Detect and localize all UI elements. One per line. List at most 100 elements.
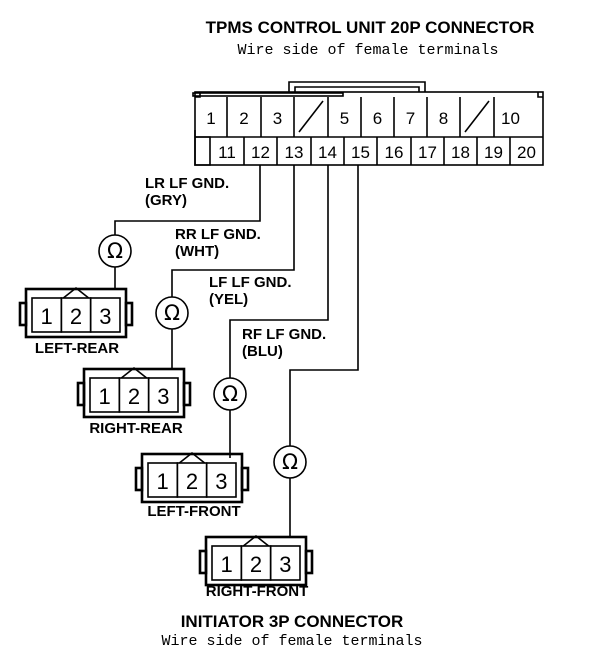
pin-number: 1 <box>41 304 53 329</box>
wire-label-rf: RF LF GND. <box>242 326 326 343</box>
terminal-number: 17 <box>418 143 437 162</box>
wire-lf <box>229 165 329 458</box>
wire-path-lf <box>229 165 329 378</box>
side-lug <box>198 549 208 575</box>
initiator-label-right-rear: RIGHT-REAR <box>89 420 183 437</box>
initiator-label-right-front: RIGHT-FRONT <box>206 583 309 600</box>
wire-path-lr <box>114 165 261 235</box>
lock-ridge <box>178 451 206 464</box>
pin-cell <box>89 297 121 333</box>
terminal-number: 6 <box>373 109 382 128</box>
pin-number: 2 <box>250 552 262 577</box>
ohm-symbol: Ω <box>222 382 238 406</box>
pin-number: 1 <box>221 552 233 577</box>
wire-label-rr: RR LF GND. <box>175 226 261 243</box>
ohmmeter-rr: Ω <box>155 296 189 330</box>
connector-subtitle: Wire side of female terminals <box>237 42 498 59</box>
lock-ridge <box>120 366 148 379</box>
pin-number: 2 <box>186 469 198 494</box>
top-row-cells: 1 2 3 5 6 7 8 10 <box>206 97 520 137</box>
terminal-number: 12 <box>251 143 270 162</box>
wire-color-lr: (GRY) <box>145 192 187 209</box>
terminal-number: 15 <box>351 143 370 162</box>
initiator-label-left-front: LEFT-FRONT <box>147 503 240 520</box>
pin-cell <box>147 377 179 413</box>
side-lug <box>124 301 134 327</box>
side-lug <box>134 466 144 492</box>
terminal-number: 13 <box>285 143 304 162</box>
pin-number: 3 <box>215 469 227 494</box>
terminal-number: 3 <box>273 109 282 128</box>
pin-cell <box>205 462 237 498</box>
unused-terminal-slash <box>464 100 490 133</box>
lock-ridge <box>242 534 270 547</box>
ohmmeter-icon <box>98 234 132 268</box>
terminal-number: 11 <box>218 143 236 162</box>
wire-lr <box>114 165 261 290</box>
side-lug <box>240 466 250 492</box>
ohm-symbol: Ω <box>282 450 298 474</box>
side-lug <box>304 549 314 575</box>
pin-number: 3 <box>99 304 111 329</box>
ohm-symbol: Ω <box>107 239 123 263</box>
wire-color-rf: (BLU) <box>242 343 283 360</box>
terminal-number: 16 <box>385 143 404 162</box>
ohmmeter-lf: Ω <box>213 377 247 411</box>
pin-number: 3 <box>279 552 291 577</box>
terminal-number: 10 <box>501 109 520 128</box>
housing-corner <box>537 92 543 98</box>
terminal-number: 20 <box>517 143 536 162</box>
side-lug <box>76 381 86 407</box>
pin-number: 1 <box>99 384 111 409</box>
initiator-connector-title: INITIATOR 3P CONNECTOR <box>181 612 404 631</box>
wire-path-rr <box>171 165 295 297</box>
pin-number: 1 <box>157 469 169 494</box>
pin-number: 2 <box>70 304 82 329</box>
terminal-number: 8 <box>439 109 448 128</box>
terminal-number: 18 <box>451 143 470 162</box>
connector-housing <box>194 91 544 166</box>
lock-ridge <box>62 286 90 299</box>
initiator-connector-subtitle: Wire side of female terminals <box>161 633 422 650</box>
wire-color-lf: (YEL) <box>209 291 248 308</box>
terminal-number: 1 <box>206 109 215 128</box>
side-lug <box>182 381 192 407</box>
unused-terminal-slash <box>298 100 324 133</box>
housing-key-notch <box>194 130 211 166</box>
pin-number: 2 <box>128 384 140 409</box>
ohmmeter-lr: Ω <box>98 234 132 268</box>
connector-lock-tab-inner <box>294 86 420 92</box>
connector-top-rim-left <box>192 92 344 97</box>
terminal-number: 2 <box>239 109 248 128</box>
ohmmeter-icon <box>155 296 189 330</box>
wire-rr <box>171 165 295 370</box>
terminal-number: 5 <box>340 109 349 128</box>
ohmmeter-rf: Ω <box>273 445 307 479</box>
initiator-label-left-rear: LEFT-REAR <box>35 340 119 357</box>
side-lug <box>18 301 28 327</box>
wire-label-lr: LR LF GND. <box>145 175 229 192</box>
wire-path-rf <box>289 165 359 446</box>
ohmmeter-icon <box>213 377 247 411</box>
wire-rf <box>289 165 359 538</box>
ohm-symbol: Ω <box>164 301 180 325</box>
ohmmeter-icon <box>273 445 307 479</box>
wire-color-rr: (WHT) <box>175 243 219 260</box>
terminal-number: 14 <box>318 143 337 162</box>
pin-number: 3 <box>157 384 169 409</box>
housing-corner <box>195 92 201 98</box>
terminal-number: 7 <box>406 109 415 128</box>
connector-lock-tab <box>288 81 426 92</box>
wire-label-lf: LF LF GND. <box>209 274 292 291</box>
connector-title: TPMS CONTROL UNIT 20P CONNECTOR <box>206 18 535 37</box>
pin-cell <box>269 545 301 581</box>
